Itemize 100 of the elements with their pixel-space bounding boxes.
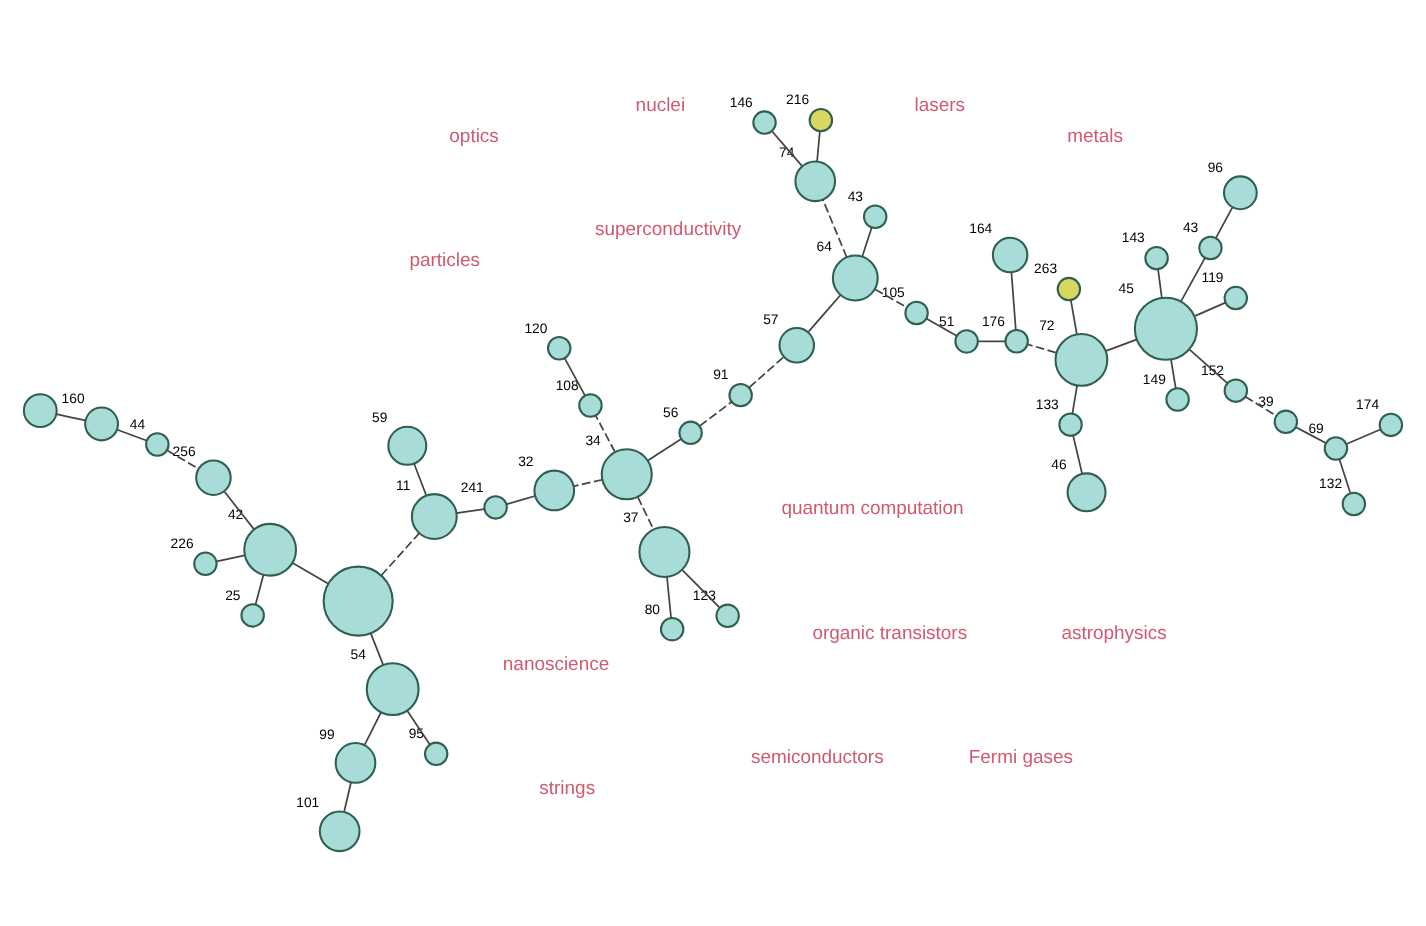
node-circle (1165, 387, 1190, 412)
node-circle (778, 327, 816, 364)
connector (861, 227, 873, 258)
connector (215, 554, 246, 563)
node-circle (954, 329, 979, 354)
connector (637, 496, 655, 530)
node-circle (1004, 328, 1029, 354)
connector (594, 414, 616, 453)
node-circle (547, 336, 572, 361)
connector (291, 562, 329, 585)
connector (343, 781, 352, 813)
connector (1170, 359, 1177, 390)
label: superconductivity (594, 218, 742, 241)
node-circle (1198, 235, 1223, 261)
node-circle (22, 393, 58, 429)
label: optics (449, 125, 499, 148)
node-circle (1056, 276, 1082, 302)
connector (1072, 434, 1083, 475)
label: organic transistors (812, 622, 968, 645)
node-circle (1378, 412, 1404, 438)
label: strings (539, 777, 596, 800)
node-circle (1323, 436, 1349, 461)
connector (1070, 299, 1078, 336)
node-circle (322, 565, 394, 637)
connector (573, 478, 604, 487)
connector (1194, 301, 1227, 317)
connector (413, 463, 427, 496)
connector (563, 357, 586, 397)
connector (55, 413, 87, 422)
connector (380, 532, 420, 577)
connector (363, 711, 382, 746)
node-circle (193, 551, 218, 577)
node-circle (715, 603, 740, 629)
label: nanoscience (502, 653, 610, 676)
node-circle (483, 495, 508, 520)
label: nuclei (635, 94, 686, 117)
node-circle (240, 603, 265, 628)
connector (748, 356, 785, 389)
label: lasers (914, 94, 966, 117)
node-circle (1066, 472, 1107, 513)
node-circle (831, 254, 879, 302)
node-circle (1222, 175, 1258, 211)
node-circle (1273, 409, 1299, 435)
node-circle (1054, 333, 1109, 387)
connector (647, 438, 682, 462)
node-circle (1223, 285, 1249, 311)
node-circle (318, 810, 361, 853)
connector (666, 576, 672, 619)
connector (807, 294, 842, 333)
node-circle (1223, 378, 1249, 403)
connector (223, 490, 255, 530)
connector (1010, 271, 1017, 331)
connector (698, 401, 733, 427)
node-circle (862, 204, 888, 229)
connector (166, 449, 200, 470)
connector (369, 632, 385, 666)
node-circle (794, 160, 837, 203)
connector (505, 495, 536, 506)
connector (1071, 384, 1078, 415)
connector (1215, 206, 1234, 239)
node-circle (410, 493, 458, 540)
connector (116, 428, 148, 442)
node-circle (145, 432, 170, 457)
connector (1157, 268, 1163, 299)
connector (455, 508, 486, 515)
node-circle (752, 110, 777, 135)
label: quantum computation (781, 498, 964, 521)
node-circle (1133, 296, 1198, 361)
connector (1295, 426, 1327, 444)
connector (1345, 428, 1382, 445)
node-circle (1058, 412, 1083, 437)
connector (1027, 343, 1057, 354)
node-circle (243, 522, 298, 577)
connector (925, 317, 958, 337)
connector (1180, 257, 1206, 303)
connector (874, 288, 908, 308)
node-circle (678, 420, 703, 446)
node-circle (387, 425, 428, 466)
label: astrophysics (1061, 622, 1167, 645)
connector (821, 198, 848, 258)
node-circle (533, 469, 576, 512)
node-circle (904, 300, 929, 326)
node-circle (334, 742, 377, 784)
node-circle (423, 741, 449, 767)
label: particles (409, 250, 481, 273)
connector (406, 710, 431, 745)
node-circle (195, 459, 232, 496)
connector (1244, 395, 1278, 417)
node-circle (365, 662, 420, 717)
connector (1338, 458, 1351, 494)
label: Fermi gases (968, 746, 1073, 769)
node-circle (991, 236, 1029, 274)
label: semiconductors (751, 746, 884, 769)
node-circle (659, 616, 685, 642)
node-circle (808, 107, 834, 133)
connector (977, 340, 1006, 343)
connector (254, 574, 265, 606)
node-circle (600, 448, 653, 501)
node-circle (578, 393, 603, 418)
label: metals (1067, 125, 1123, 148)
